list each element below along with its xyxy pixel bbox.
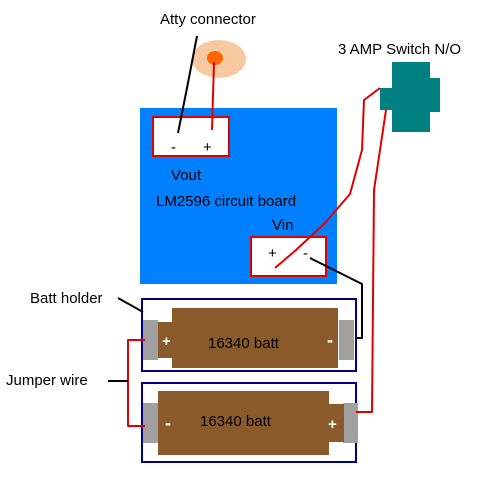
wire-switch-to-battery xyxy=(356,109,387,413)
vout-label: Vout xyxy=(171,167,202,184)
atty-connector-label: Atty connector xyxy=(160,11,256,28)
switch-actuator xyxy=(428,78,440,112)
wire-vin-negative xyxy=(309,257,363,339)
battery-2-right-contact xyxy=(343,403,358,443)
vout-minus-terminal: - xyxy=(171,139,176,156)
battery-1-left-contact xyxy=(143,320,158,360)
battery-1-cap xyxy=(158,322,174,358)
switch-lug xyxy=(380,88,394,110)
switch-label: 3 AMP Switch N/O xyxy=(338,41,461,58)
wires xyxy=(108,35,387,427)
battery-1-body xyxy=(172,308,338,368)
jumper-wire-label: Jumper wire xyxy=(6,372,88,389)
battery-1-right-terminal: - xyxy=(327,330,333,350)
atty-connector xyxy=(192,40,246,78)
battery-2-right-terminal: + xyxy=(328,416,337,433)
vout-plus-terminal: + xyxy=(203,139,212,156)
vin-label: Vin xyxy=(272,217,293,234)
switch xyxy=(380,62,440,132)
vout-terminal-block xyxy=(152,116,230,157)
battery-2: - + 16340 batt xyxy=(143,391,358,455)
wire-vin-to-switch xyxy=(274,87,381,269)
vin-plus-terminal: + xyxy=(268,245,277,262)
battery-1-left-terminal: + xyxy=(162,333,171,350)
switch-body xyxy=(392,62,430,132)
battery-2-body xyxy=(158,391,329,455)
board-label: LM2596 circuit board xyxy=(156,193,296,210)
vin-minus-terminal: - xyxy=(303,245,308,262)
batt-holder-leader xyxy=(117,297,144,313)
battery-2-cap xyxy=(327,404,344,442)
wire-vout-positive xyxy=(211,61,215,131)
battery-2-label: 16340 batt xyxy=(200,413,272,430)
battery-1-right-contact xyxy=(339,320,354,360)
battery-2-left-terminal: - xyxy=(165,413,171,433)
batt-holder-label: Batt holder xyxy=(30,290,103,307)
wire-vout-negative xyxy=(177,35,198,134)
battery-1-label: 16340 batt xyxy=(208,335,280,352)
atty-connector-pin xyxy=(207,51,223,65)
jumper-wire xyxy=(127,339,145,427)
battery-2-left-contact xyxy=(143,403,158,443)
battery-1: + - 16340 batt xyxy=(143,308,354,368)
